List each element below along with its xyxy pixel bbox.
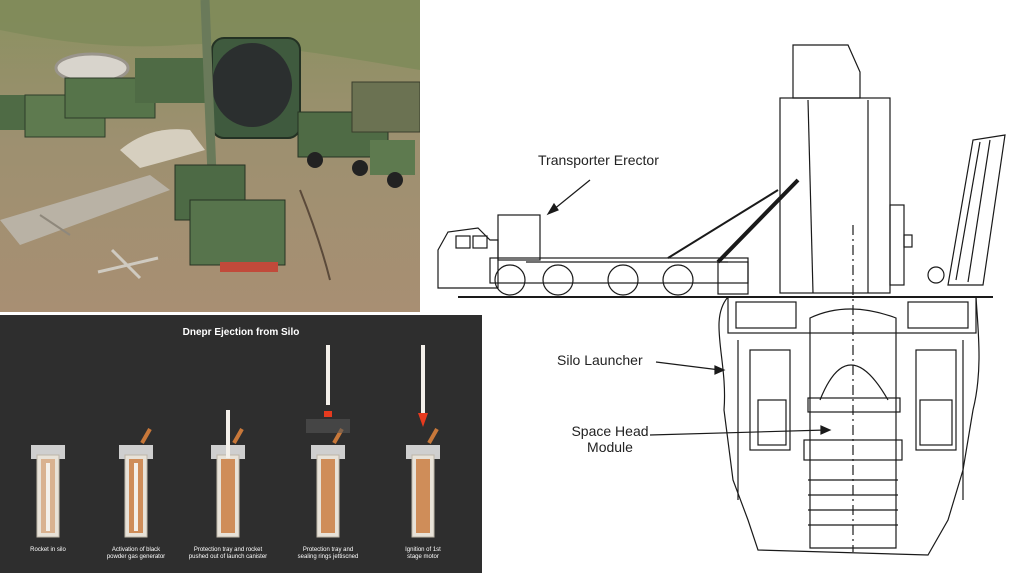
stage-4-caption-line1: Protection tray and xyxy=(302,547,354,553)
transporter-erector-drawing xyxy=(437,178,800,296)
stage-5-caption-line2: stage motor xyxy=(407,554,439,560)
ejection-sequence-diagram xyxy=(31,345,440,538)
stage-5-gas-plume xyxy=(427,428,439,444)
stage-caption-4: Protection tray and sealing rings jettis… xyxy=(280,547,376,561)
stage-2-caption-line1: Activation of black xyxy=(111,547,161,553)
stage-caption-2: Activation of black powder gas generator xyxy=(88,547,184,561)
stage-3-gas-plume xyxy=(232,428,244,444)
stage-5-canister-glow xyxy=(416,459,430,533)
truck-right-1 xyxy=(297,111,415,188)
stage-3-caption-line2: pushed out of launch canister xyxy=(188,554,268,560)
silo-hatch-drawing xyxy=(927,134,1006,286)
label-space-head-module-line1: Space Head xyxy=(571,423,649,439)
stage-4-caption-line2: sealing rings jettiscned xyxy=(297,554,359,560)
callout-arrows xyxy=(546,179,832,436)
ground-debris xyxy=(97,248,159,280)
label-space-head-module-line2: Module xyxy=(587,439,633,455)
silo-schematic xyxy=(437,44,1006,556)
antenna-dish xyxy=(211,37,301,139)
stage-1-caption-line1: Rocket in silo xyxy=(30,547,66,553)
label-transporter-erector: Transporter Erector xyxy=(538,152,659,168)
sandbags xyxy=(120,129,205,168)
stage-2-caption-line2: powder gas generator xyxy=(106,554,166,560)
stage-3-caption-line1: Protection tray and rocket xyxy=(193,547,263,553)
stage-5-flame xyxy=(418,413,428,427)
label-space-head-module: Space Head Module xyxy=(562,423,658,455)
silo-structure-drawing xyxy=(718,296,980,556)
stage-2-rocket xyxy=(134,463,138,531)
stage-4-canister-glow xyxy=(321,459,335,533)
crane-truck xyxy=(174,164,286,272)
stage-5-rocket xyxy=(421,345,425,413)
stage-4-sealing-ring xyxy=(324,411,332,417)
silo-site-photo xyxy=(0,0,420,312)
stage-4-rocket xyxy=(326,345,330,405)
stage-1-rocket xyxy=(46,463,50,531)
stage-4-jettison-debris xyxy=(306,419,350,433)
stage-caption-1: Rocket in silo xyxy=(0,547,96,554)
ejection-panel-title: Dnepr Ejection from Silo xyxy=(182,327,300,338)
stage-3-canister-glow xyxy=(221,459,235,533)
ejection-sequence-panel: Dnepr Ejection from Silo Rocket in silo … xyxy=(0,315,482,573)
truck-right-2 xyxy=(351,81,420,133)
stage-3-rocket xyxy=(226,410,230,458)
label-silo-launcher: Silo Launcher xyxy=(557,352,643,368)
stage-2-gas-plume xyxy=(140,428,152,444)
crane-boom xyxy=(200,0,217,176)
stage-caption-5: Ignition of 1st stage motor xyxy=(375,547,471,561)
stage-5-caption-line1: Ignition of 1st xyxy=(405,547,441,553)
stage-caption-3: Protection tray and rocket pushed out of… xyxy=(180,547,276,561)
canister-drawing xyxy=(779,44,913,294)
vehicle-left-group xyxy=(0,58,205,138)
